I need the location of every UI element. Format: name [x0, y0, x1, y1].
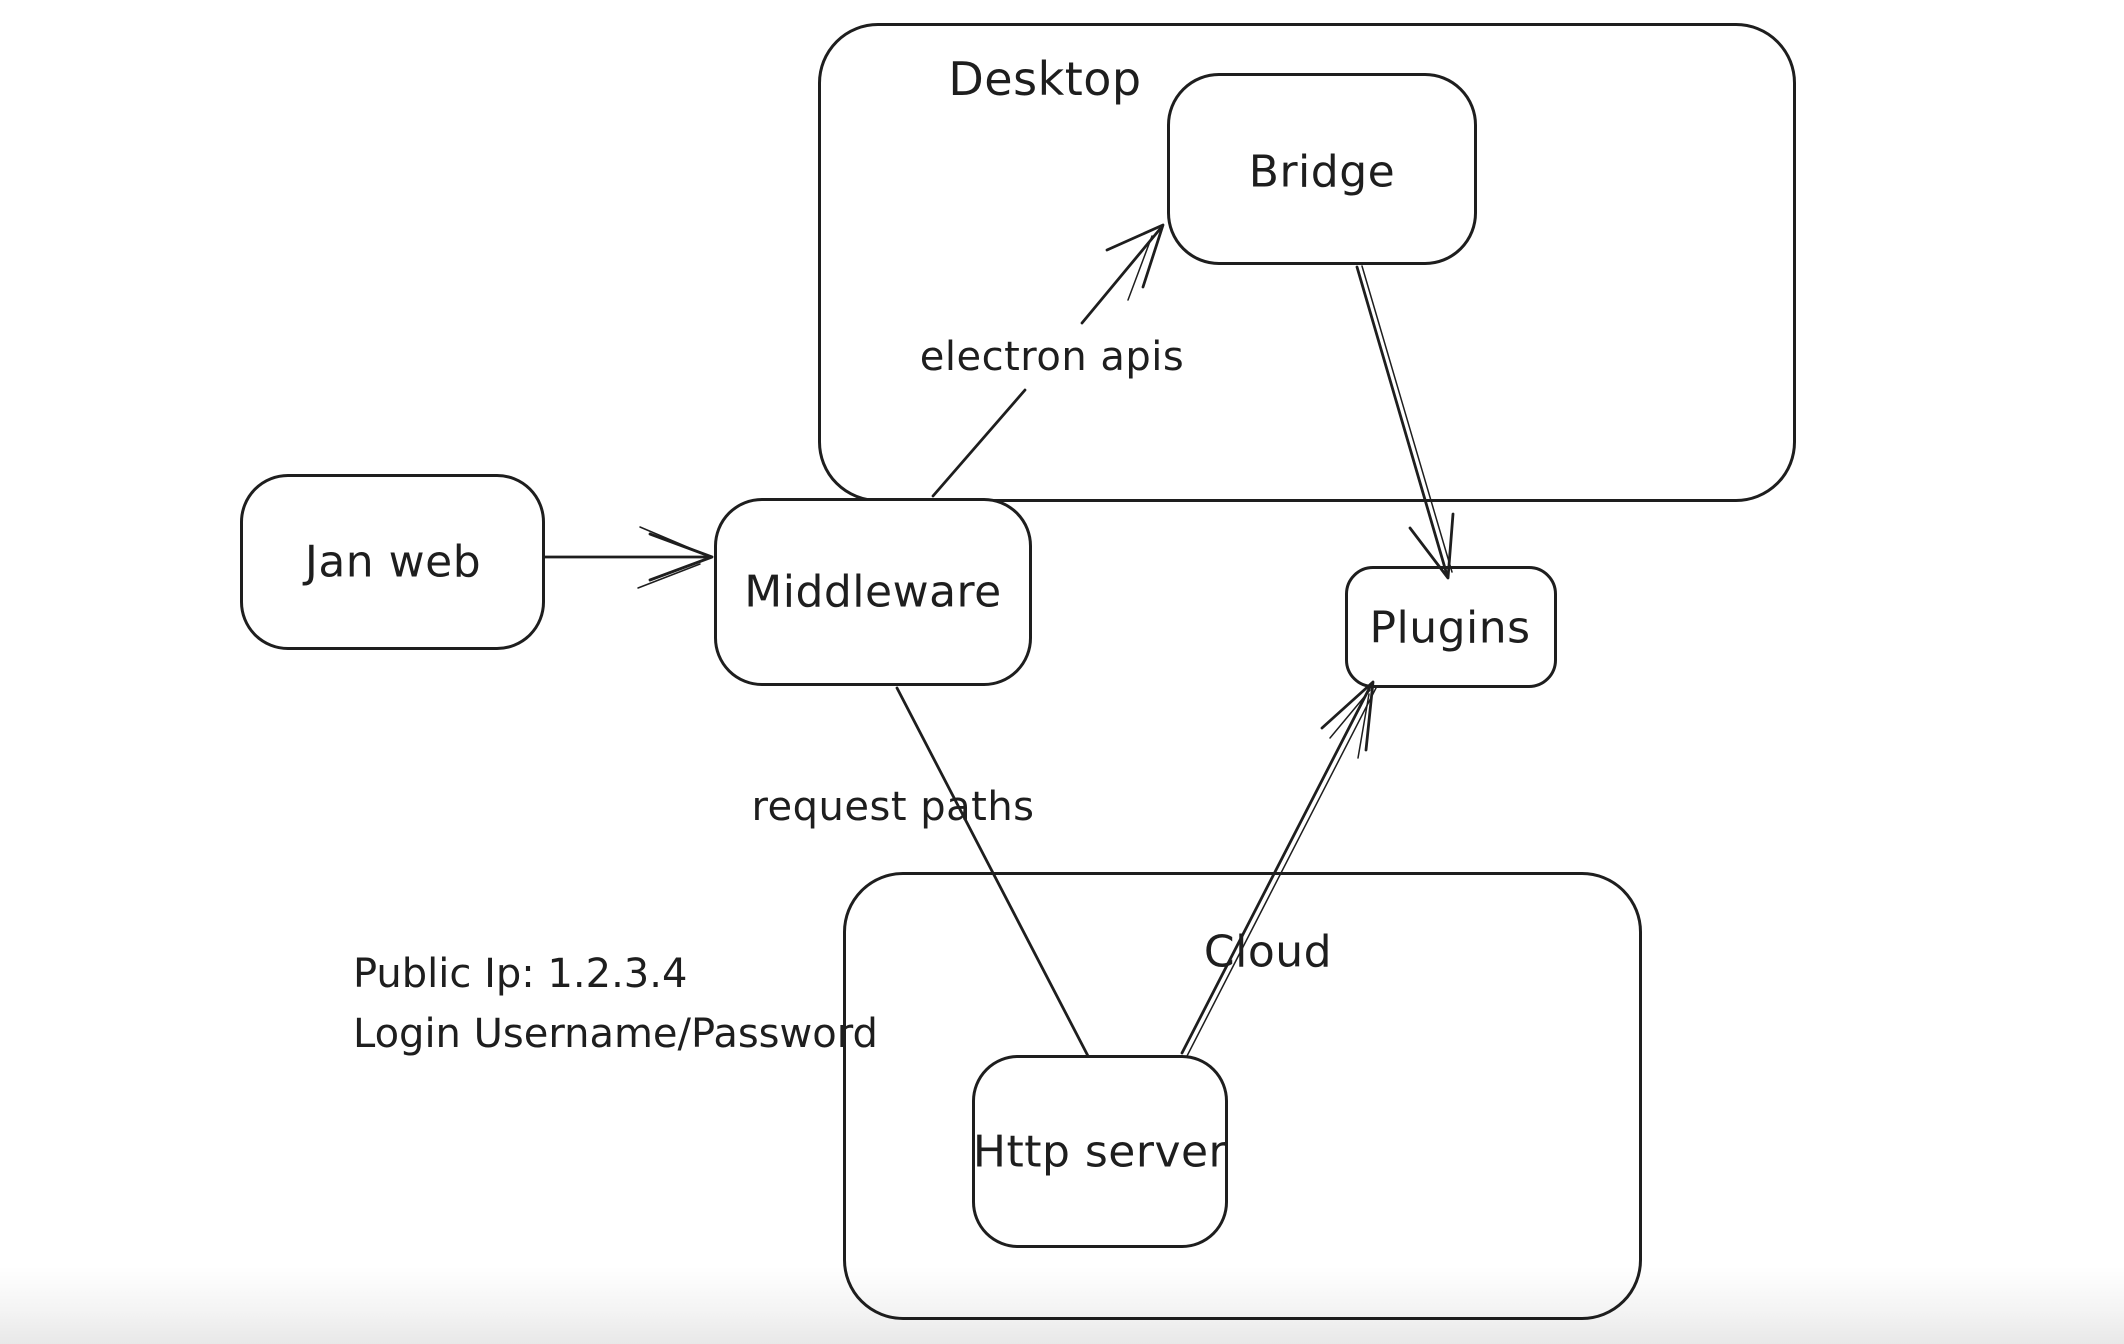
edge-bridge-to-plugins-arrowhead — [1408, 512, 1455, 580]
node-jan-web-label[interactable]: Jan web — [304, 536, 482, 588]
note-credentials[interactable]: Public Ip: 1.2.3.4 Login Username/Passwo… — [353, 944, 878, 1064]
edge-httpserver-to-plugins-arrowhead-sketch — [1329, 689, 1371, 759]
node-bridge[interactable] — [1167, 73, 1477, 265]
node-plugins[interactable] — [1345, 566, 1557, 688]
node-jan-web[interactable] — [240, 474, 545, 650]
node-bridge-label[interactable]: Bridge — [1248, 146, 1396, 198]
container-desktop-label[interactable]: Desktop — [948, 52, 1142, 106]
edge-middleware-to-bridge[interactable] — [931, 223, 1165, 498]
edge-janweb-to-middleware-arrowhead — [648, 532, 714, 582]
edge-httpserver-to-plugins-line[interactable] — [1180, 683, 1373, 1055]
edge-httpserver-to-plugins-sketch-stroke — [1186, 687, 1377, 1057]
edge-httpserver-to-plugins-arrowhead — [1320, 680, 1375, 752]
node-plugins-label[interactable]: Plugins — [1369, 602, 1531, 654]
edge-label-request-paths[interactable]: request paths — [751, 784, 1035, 830]
edge-middleware-to-bridge-arrowhead — [1105, 223, 1165, 289]
edge-middleware-to-httpserver-line[interactable] — [895, 686, 1090, 1058]
container-desktop[interactable] — [818, 23, 1796, 502]
edge-janweb-to-middleware-sketch-stroke — [637, 526, 707, 589]
edge-bridge-to-plugins[interactable] — [1355, 265, 1455, 580]
edge-label-electron-apis[interactable]: electron apis — [919, 334, 1185, 380]
edge-middleware-to-bridge-line-lower[interactable] — [931, 388, 1027, 498]
container-cloud-label[interactable]: Cloud — [1203, 926, 1333, 978]
node-middleware[interactable] — [714, 498, 1032, 686]
node-middleware-label[interactable]: Middleware — [744, 566, 1002, 618]
node-http-server-label[interactable]: Http server — [972, 1126, 1228, 1178]
edge-httpserver-to-plugins[interactable] — [1180, 680, 1377, 1057]
node-http-server[interactable] — [972, 1055, 1228, 1248]
edge-janweb-to-middleware[interactable] — [543, 526, 714, 589]
edge-middleware-to-bridge-line-upper[interactable] — [1080, 227, 1162, 325]
edge-middleware-to-bridge-sketch-stroke — [1127, 235, 1153, 301]
note-login-line: Login Username/Password — [353, 1011, 878, 1057]
edge-bridge-to-plugins-sketch-stroke — [1361, 265, 1453, 573]
note-public-ip-line: Public Ip: 1.2.3.4 — [353, 951, 688, 997]
edge-middleware-to-httpserver[interactable] — [895, 686, 1090, 1058]
edge-bridge-to-plugins-line[interactable] — [1355, 265, 1449, 577]
container-cloud[interactable] — [843, 872, 1642, 1320]
